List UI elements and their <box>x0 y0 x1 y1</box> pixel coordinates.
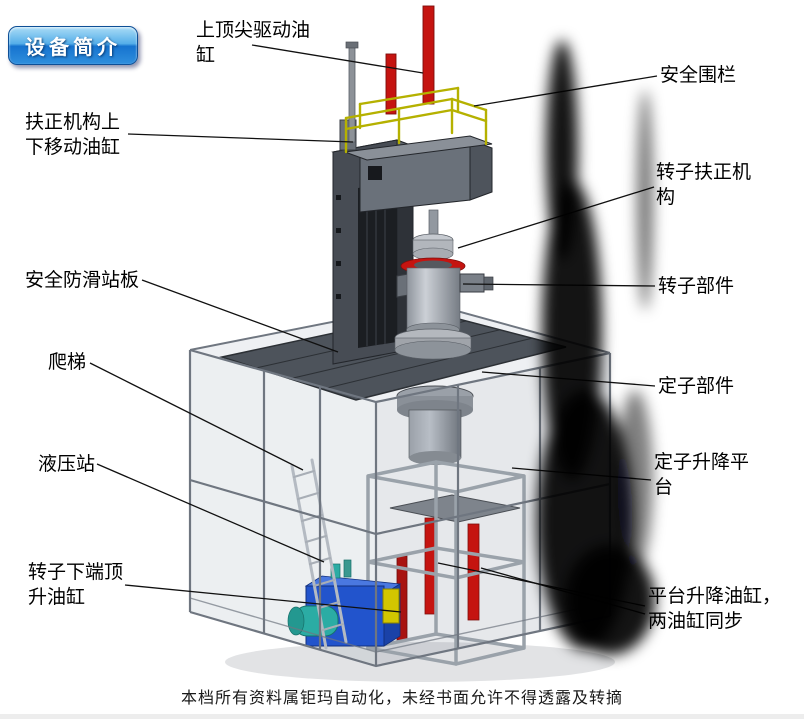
label-rotor-centering: 转子扶正机 构 <box>656 162 752 208</box>
label-stator-lift-platform: 定子升降平 台 <box>654 452 750 498</box>
red-rod-short <box>385 53 397 115</box>
rotor-clamp-right <box>459 273 485 293</box>
label-centering-cylinder: 扶正机构上 下移动油缸 <box>25 112 121 158</box>
section-badge-label: 设备简介 <box>25 37 121 59</box>
label-hydraulic-station: 液压站 <box>38 454 96 475</box>
label-platform-lift-cylinder: 平台升降油缸， 两油缸同步 <box>648 586 782 632</box>
safety-railing <box>344 86 488 154</box>
accumulator <box>382 588 400 624</box>
enclosure-cage <box>188 348 612 668</box>
label-antislip-board: 安全防滑站板 <box>25 270 140 291</box>
bottom-strip <box>0 714 804 719</box>
label-ladder: 爬梯 <box>48 352 87 373</box>
label-top-tip-cylinder: 上顶尖驱动油 缸 <box>196 20 311 66</box>
rotor-assembly <box>394 209 494 360</box>
ink-smudge <box>537 40 655 655</box>
label-rotor-bottom-cylinder: 转子下端顶 升油缸 <box>28 562 124 608</box>
red-rod-tall <box>422 5 435 105</box>
press-head <box>344 135 493 213</box>
section-badge: 设备简介 <box>8 26 138 65</box>
stator-assembly <box>396 385 474 465</box>
valve-block <box>343 559 352 578</box>
label-safety-fence: 安全围栏 <box>660 65 737 86</box>
label-stator-part: 定子部件 <box>658 376 735 397</box>
floor-shadow <box>225 642 615 682</box>
label-rotor-part: 转子部件 <box>658 276 735 297</box>
footer-note: 本档所有资料属钜玛自动化，未经书面允许不得透露及转摘 <box>180 690 623 707</box>
